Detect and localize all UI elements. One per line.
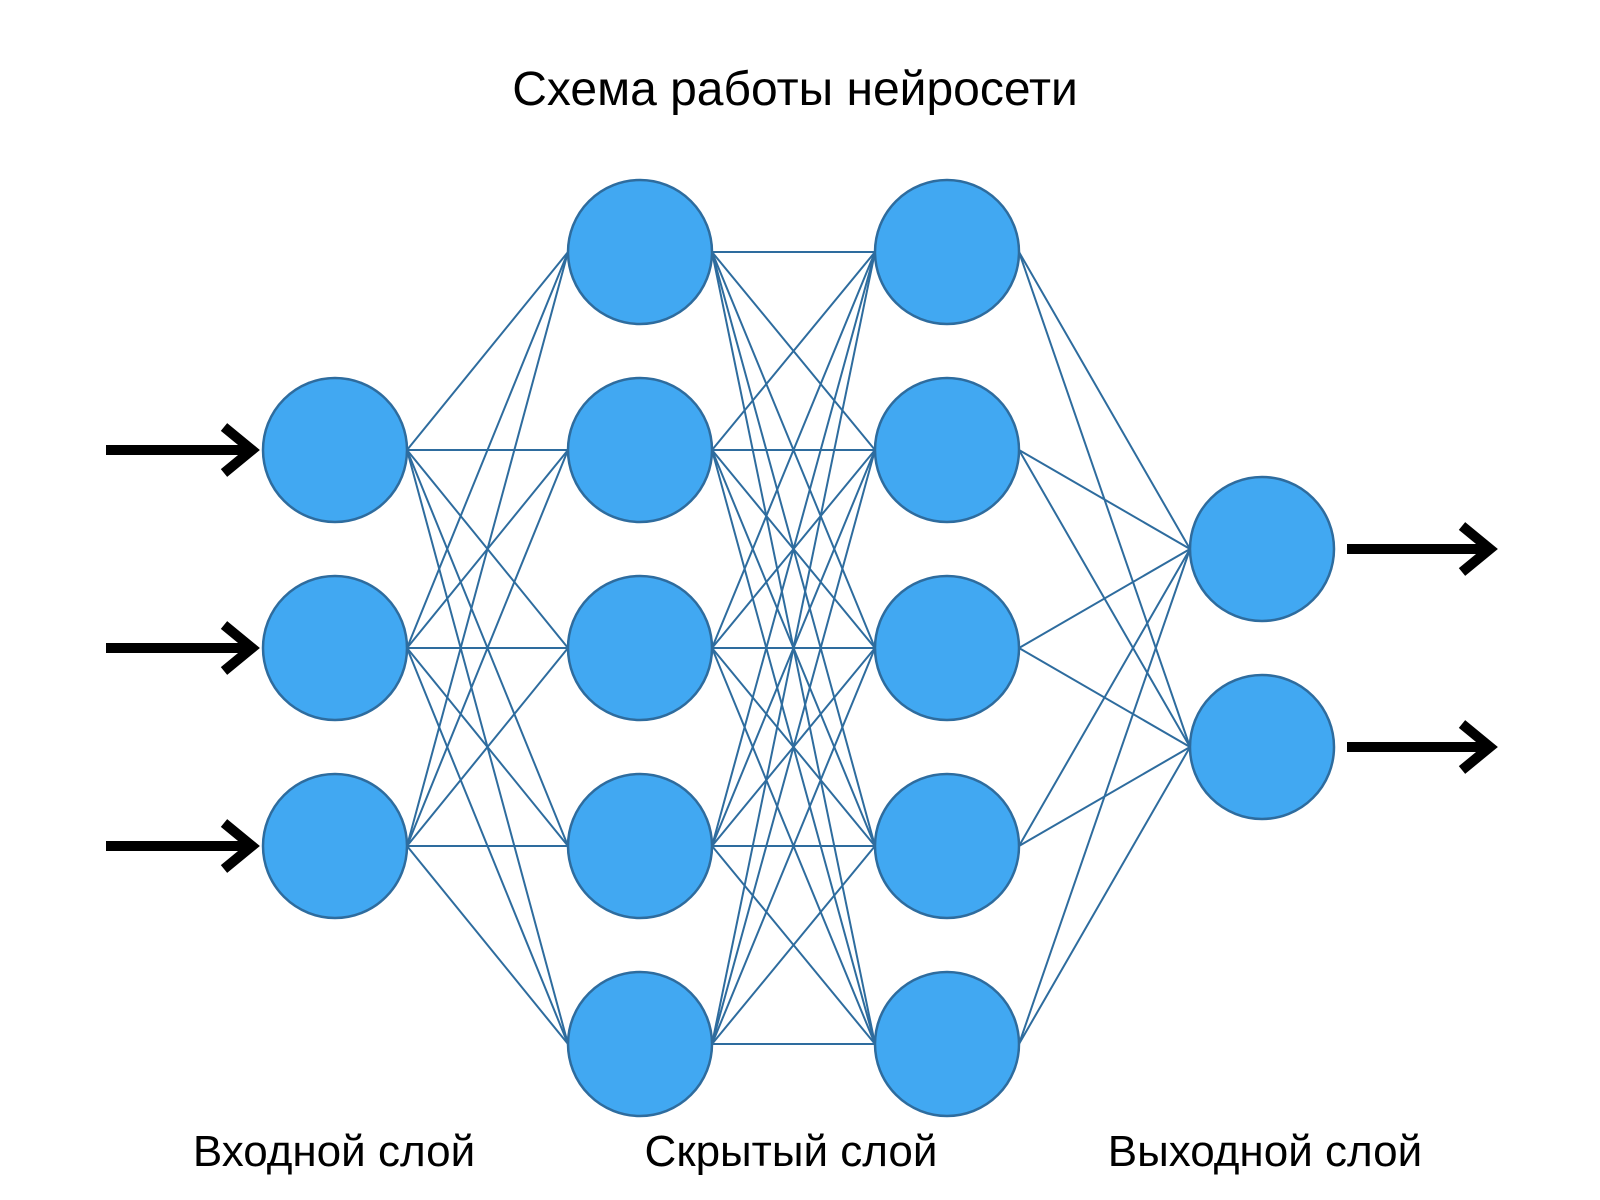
edge-hidden-2-4-to-output-1 — [1018, 548, 1191, 847]
neuron-hidden-1-5 — [566, 970, 714, 1118]
input-arrow-2-head-icon — [220, 621, 260, 675]
output-layer-label: Выходной слой — [1107, 1127, 1423, 1176]
diagram-title: Схема работы нейросети — [512, 63, 1078, 116]
edge-input-3-to-hidden-1-5 — [406, 845, 569, 1045]
neuron-hidden-1-4 — [566, 772, 714, 920]
neuron-input-2 — [261, 574, 409, 722]
edge-input-3-to-hidden-1-3 — [406, 647, 569, 847]
neuron-hidden-1-1 — [566, 178, 714, 326]
edge-hidden-1-2-to-hidden-2-1 — [711, 251, 876, 451]
input-arrow-1-head-icon — [220, 423, 260, 477]
edge-input-2-to-hidden-1-1 — [406, 251, 569, 649]
neuron-input-1 — [261, 376, 409, 524]
edge-hidden-2-5-to-output-2 — [1018, 746, 1191, 1045]
edge-hidden-2-3-to-output-1 — [1018, 548, 1191, 649]
nodes-layer — [261, 178, 1336, 1118]
edge-hidden-1-5-to-hidden-2-3 — [711, 647, 876, 1045]
edge-hidden-1-5-to-hidden-2-1 — [711, 251, 876, 1045]
edge-hidden-2-5-to-output-1 — [1018, 548, 1191, 1045]
hidden-layer-label: Скрытый слой — [644, 1127, 938, 1176]
neuron-hidden-2-2 — [873, 376, 1021, 524]
arrows-layer — [106, 423, 1498, 873]
edge-hidden-2-2-to-output-1 — [1018, 449, 1191, 550]
edge-input-3-to-hidden-1-1 — [406, 251, 569, 847]
output-arrow-1-head-icon — [1458, 522, 1498, 576]
output-arrow-2-head-icon — [1458, 720, 1498, 774]
neuron-hidden-2-1 — [873, 178, 1021, 326]
neuron-hidden-2-5 — [873, 970, 1021, 1118]
neuron-input-3 — [261, 772, 409, 920]
edges-layer — [406, 251, 1191, 1045]
edge-input-3-to-hidden-1-2 — [406, 449, 569, 847]
edge-hidden-1-4-to-hidden-2-1 — [711, 251, 876, 847]
input-arrow-3-head-icon — [220, 819, 260, 873]
edge-hidden-1-5-to-hidden-2-4 — [711, 845, 876, 1045]
edge-hidden-2-1-to-output-1 — [1018, 251, 1191, 550]
input-layer-label: Входной слой — [192, 1127, 476, 1176]
neuron-output-1 — [1188, 475, 1336, 623]
edge-hidden-1-5-to-hidden-2-2 — [711, 449, 876, 1045]
edge-input-1-to-hidden-1-1 — [406, 251, 569, 451]
neuron-hidden-1-2 — [566, 376, 714, 524]
neuron-hidden-2-3 — [873, 574, 1021, 722]
neuron-hidden-1-3 — [566, 574, 714, 722]
edge-hidden-1-3-to-hidden-2-1 — [711, 251, 876, 649]
neuron-output-2 — [1188, 673, 1336, 821]
neuron-hidden-2-4 — [873, 772, 1021, 920]
